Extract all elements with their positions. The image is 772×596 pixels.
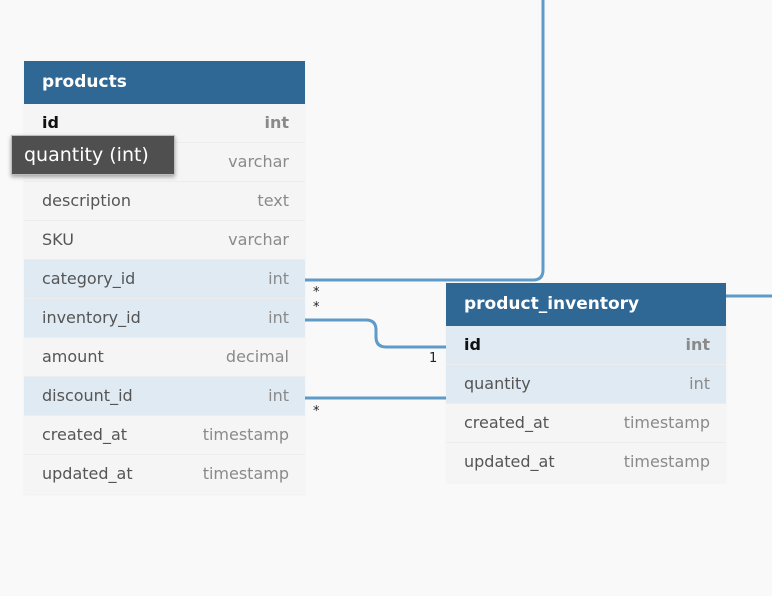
column-name: created_at xyxy=(42,425,128,444)
products-row-updated-at[interactable]: updated_at timestamp xyxy=(24,455,305,494)
cardinality-many-discount: * xyxy=(313,404,320,419)
product-inventory-row-created-at[interactable]: created_at timestamp xyxy=(446,404,726,443)
cardinality-one-inventory: 1 xyxy=(429,351,438,366)
product-inventory-row-quantity[interactable]: quantity int xyxy=(446,365,726,404)
products-row-inventory-id[interactable]: inventory_id int xyxy=(24,299,305,338)
cardinality-many-category: * xyxy=(313,285,320,300)
column-name: id xyxy=(464,335,481,354)
column-type: int xyxy=(268,386,289,405)
column-name: discount_id xyxy=(42,386,133,405)
products-row-amount[interactable]: amount decimal xyxy=(24,338,305,377)
column-tooltip: quantity (int) xyxy=(11,135,175,175)
products-row-created-at[interactable]: created_at timestamp xyxy=(24,416,305,455)
column-name: category_id xyxy=(42,269,136,288)
column-name: inventory_id xyxy=(42,308,141,327)
column-type: timestamp xyxy=(202,464,289,483)
column-type: int xyxy=(268,269,289,288)
product-inventory-row-id[interactable]: id int xyxy=(446,326,726,365)
column-type: varchar xyxy=(228,152,289,171)
column-name: amount xyxy=(42,347,104,366)
products-row-sku[interactable]: SKU varchar xyxy=(24,221,305,260)
product-inventory-table[interactable]: product_inventory id int quantity int cr… xyxy=(446,283,726,482)
category-relationship-line xyxy=(305,0,545,282)
column-type: timestamp xyxy=(623,413,710,432)
column-name: SKU xyxy=(42,230,74,249)
column-name: quantity xyxy=(464,374,531,393)
column-type: int xyxy=(268,308,289,327)
column-type: timestamp xyxy=(202,425,289,444)
products-table-title[interactable]: products xyxy=(24,61,305,104)
products-table[interactable]: products id int name varchar description… xyxy=(24,61,305,494)
products-row-discount-id[interactable]: discount_id int xyxy=(24,377,305,416)
column-type: int xyxy=(264,113,289,132)
products-row-category-id[interactable]: category_id int xyxy=(24,260,305,299)
column-type: int xyxy=(685,335,710,354)
column-name: updated_at xyxy=(42,464,133,483)
column-name: updated_at xyxy=(464,452,555,471)
column-type: int xyxy=(689,374,710,393)
products-row-description[interactable]: description text xyxy=(24,182,305,221)
column-type: timestamp xyxy=(623,452,710,471)
inventory-relationship-line xyxy=(305,318,446,349)
column-name: created_at xyxy=(464,413,550,432)
column-type: decimal xyxy=(225,347,289,366)
column-type: text xyxy=(257,191,289,210)
column-name: description xyxy=(42,191,131,210)
cardinality-many-inventory: * xyxy=(313,300,320,315)
column-type: varchar xyxy=(228,230,289,249)
product-inventory-row-updated-at[interactable]: updated_at timestamp xyxy=(446,443,726,482)
column-name: id xyxy=(42,113,59,132)
product-inventory-table-title[interactable]: product_inventory xyxy=(446,283,726,326)
